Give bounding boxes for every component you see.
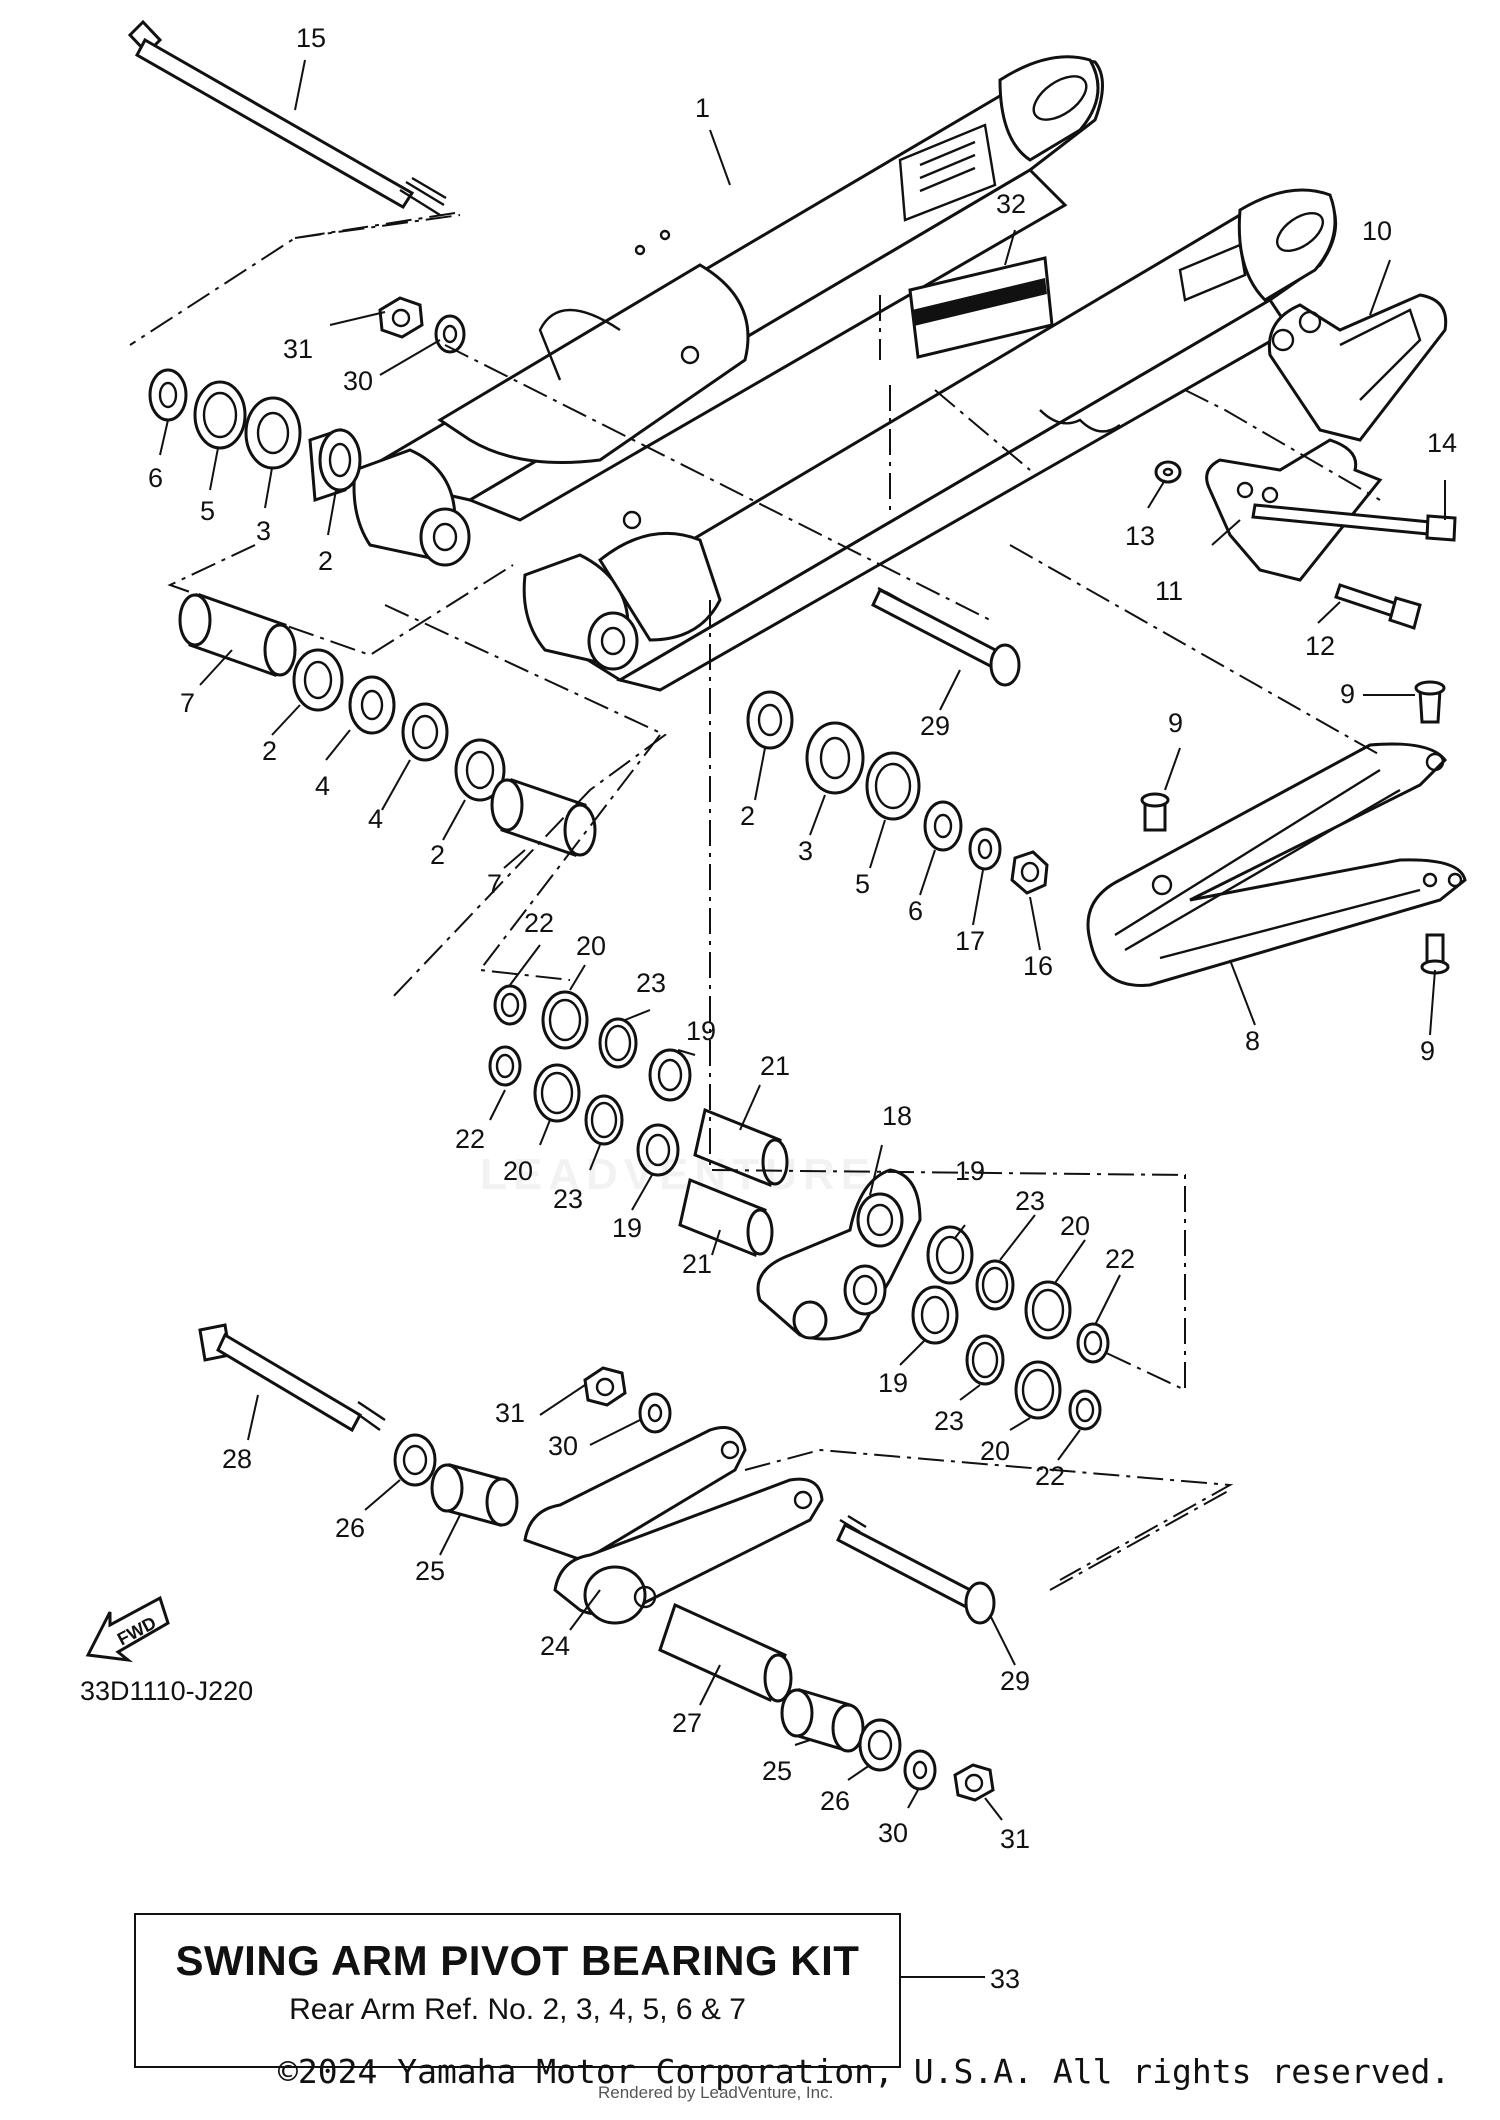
callout-32: 32	[996, 189, 1026, 219]
swing-arm	[352, 55, 1338, 692]
left-bearing-stack	[148, 296, 466, 503]
fwd-arrow-icon: FWD	[85, 1595, 170, 1663]
relay-arm-assembly	[488, 984, 1110, 1431]
callout-30: 30	[878, 1818, 908, 1848]
callout-23: 23	[934, 1406, 964, 1436]
label-32	[908, 256, 1054, 359]
callout-3: 3	[256, 516, 271, 546]
callout-3: 3	[798, 836, 813, 866]
callout-22: 22	[455, 1124, 485, 1154]
callout-25: 25	[762, 1756, 792, 1786]
callout-5: 5	[200, 496, 215, 526]
assembly-lines	[129, 212, 1381, 1591]
callout-22: 22	[1105, 1244, 1135, 1274]
pivot-shaft	[127, 19, 447, 217]
connecting-rod-assembly	[198, 1323, 996, 1802]
callout-16: 16	[1023, 951, 1053, 981]
callout-29: 29	[1000, 1666, 1030, 1696]
callout-11: 11	[1155, 576, 1183, 606]
callout-labels: 15 1 32 10 31 30 6 5 3 2 14 13 11 12 7 2…	[148, 23, 1457, 1994]
chain-guide	[1154, 438, 1457, 630]
callout-22: 22	[1035, 1461, 1065, 1491]
callout-7: 7	[180, 688, 195, 718]
callout-8: 8	[1245, 1026, 1260, 1056]
callout-1: 1	[695, 93, 710, 123]
callout-9: 9	[1168, 708, 1183, 738]
callout-14: 14	[1427, 428, 1457, 458]
chain-slider	[1086, 680, 1467, 987]
callout-18: 18	[882, 1101, 912, 1131]
kit-subtitle: Rear Arm Ref. No. 2, 3, 4, 5, 6 & 7	[289, 1993, 746, 2026]
callout-5: 5	[855, 869, 870, 899]
callout-19: 19	[955, 1156, 985, 1186]
callout-26: 26	[820, 1786, 850, 1816]
callout-4: 4	[315, 771, 330, 801]
callout-17: 17	[955, 926, 985, 956]
callout-19: 19	[686, 1016, 716, 1046]
callout-20: 20	[576, 931, 606, 961]
callout-31: 31	[283, 334, 313, 364]
kit-title: SWING ARM PIVOT BEARING KIT	[175, 1937, 860, 1984]
callout-33: 33	[990, 1964, 1020, 1994]
callout-29: 29	[920, 711, 950, 741]
kit-info-box: SWING ARM PIVOT BEARING KIT Rear Arm Ref…	[134, 1913, 901, 2068]
callout-15: 15	[296, 23, 326, 53]
callout-31: 31	[495, 1398, 525, 1428]
callout-22: 22	[524, 908, 554, 938]
copyright-notice: ©2024 Yamaha Motor Corporation, U.S.A. A…	[278, 2052, 1451, 2091]
callout-20: 20	[503, 1156, 533, 1186]
watermark: LEADVENTURE	[480, 1150, 877, 1199]
callout-30: 30	[343, 366, 373, 396]
callout-19: 19	[878, 1368, 908, 1398]
right-bearing-stack	[746, 690, 1049, 895]
callout-2: 2	[740, 801, 755, 831]
callout-6: 6	[148, 463, 163, 493]
chain-puller	[1267, 293, 1448, 442]
callout-2: 2	[262, 736, 277, 766]
callout-27: 27	[672, 1708, 702, 1738]
callout-4: 4	[368, 804, 383, 834]
left-sleeve-stack	[178, 593, 597, 857]
callout-12: 12	[1305, 631, 1335, 661]
leader-lines	[159, 59, 1446, 1978]
pivot-bolt-upper	[871, 586, 1021, 687]
callout-30: 30	[548, 1431, 578, 1461]
callout-23: 23	[553, 1184, 583, 1214]
callout-20: 20	[980, 1436, 1010, 1466]
callout-2: 2	[318, 546, 333, 576]
callout-23: 23	[1015, 1186, 1045, 1216]
callout-9: 9	[1420, 1036, 1435, 1066]
callout-28: 28	[222, 1444, 252, 1474]
callout-26: 26	[335, 1513, 365, 1543]
diagram-code: 33D1110-J220	[80, 1676, 254, 1706]
callout-23: 23	[636, 968, 666, 998]
callout-7: 7	[487, 869, 502, 899]
callout-13: 13	[1125, 521, 1155, 551]
callout-2: 2	[430, 840, 445, 870]
callout-21: 21	[682, 1249, 712, 1279]
callout-21: 21	[760, 1051, 790, 1081]
callout-24: 24	[540, 1631, 570, 1661]
callout-9: 9	[1340, 679, 1355, 709]
callout-31: 31	[1000, 1824, 1030, 1854]
callout-6: 6	[908, 896, 923, 926]
rendered-by-note: Rendered by LeadVenture, Inc.	[598, 2083, 834, 2102]
callout-10: 10	[1362, 216, 1392, 246]
callout-20: 20	[1060, 1211, 1090, 1241]
callout-25: 25	[415, 1556, 445, 1586]
callout-19: 19	[612, 1213, 642, 1243]
